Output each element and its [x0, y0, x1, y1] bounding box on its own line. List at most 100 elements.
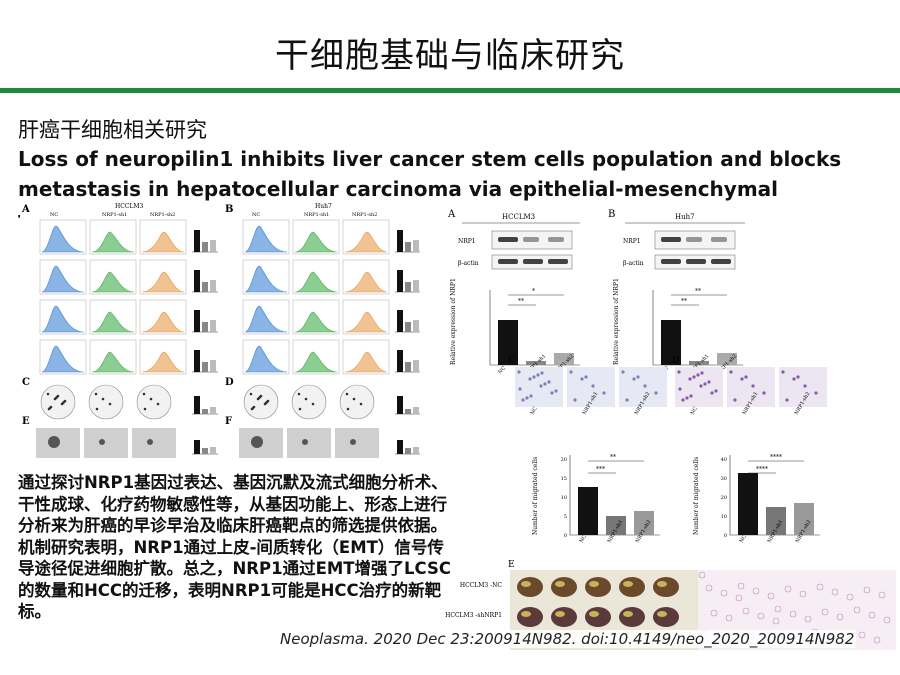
- panel-label-e: E: [508, 560, 515, 570]
- mini-bar: [405, 322, 411, 332]
- sig-marker: **: [518, 298, 524, 305]
- histogram-curve: [41, 305, 85, 333]
- migration-axis-tick: 10: [721, 514, 727, 520]
- colony-dish: [88, 384, 124, 420]
- mini-bar: [397, 230, 403, 252]
- expression-bar-label: NC: [497, 365, 507, 375]
- expression-bar: [498, 320, 518, 365]
- paper-title: Loss of neuropilin1 inhibits liver cance…: [18, 147, 842, 231]
- histogram-curve: [344, 351, 388, 373]
- histogram-grid: [39, 219, 420, 375]
- tumor-sample: [585, 577, 611, 597]
- blot-band: [686, 259, 706, 264]
- histogram-curve: [141, 271, 185, 293]
- expression-bars: NCNRP1-sh1NRP1-sh2***NCNRP1-sh1NRP1-sh2*…: [489, 288, 743, 375]
- histogram-curve: [294, 351, 338, 373]
- migration-axis-tick: 20: [721, 495, 727, 501]
- panel-label-b: B: [608, 209, 615, 220]
- migration-bar: [634, 511, 654, 535]
- panel-label-b: B: [225, 204, 233, 215]
- expression-bar: [689, 361, 709, 365]
- expression-bar: [717, 353, 737, 365]
- sig-marker: ***: [596, 466, 605, 473]
- histogram-curve: [41, 345, 85, 373]
- histogram-curve: [294, 231, 338, 253]
- migration-bar: [794, 503, 814, 535]
- blot-label-actin-left: β-actin: [458, 260, 479, 267]
- ylabel-migrated-left: Number of migrated cells: [532, 457, 539, 535]
- title-divider: [0, 88, 900, 93]
- mini-bar: [194, 310, 200, 332]
- panel-e-row-nc: HCCLM3 -NC: [460, 582, 503, 589]
- panel-label-e: E: [22, 416, 30, 427]
- blot-header-right: Huh7: [675, 213, 695, 221]
- migration-axis-tick: 15: [561, 476, 567, 482]
- histogram-curve: [244, 265, 288, 293]
- blot-label-actin-right: β-actin: [623, 260, 644, 267]
- migration-bar: [606, 516, 626, 535]
- histogram-curve: [41, 225, 85, 253]
- colony-dish: [136, 384, 172, 420]
- mini-bar: [413, 240, 419, 252]
- sig-marker: **: [695, 288, 701, 295]
- ylabel-migrated-right: Number of migrated cells: [693, 457, 700, 535]
- tumor-sample: [517, 607, 543, 627]
- tumor-sample: [653, 577, 679, 597]
- sig-marker: **: [681, 298, 687, 305]
- panel-label-c: C: [508, 356, 515, 366]
- blot-band: [523, 237, 539, 242]
- sphere-image: [335, 428, 379, 458]
- mini-bar: [397, 310, 403, 332]
- sphere-image: [132, 428, 176, 458]
- transwell-label: NC: [530, 406, 539, 416]
- mini-bar: [413, 360, 419, 372]
- blot-label-nrp1-right: NRP1: [623, 238, 641, 245]
- mini-bar: [210, 240, 216, 252]
- histogram-curve: [141, 311, 185, 333]
- migration-axis-tick: 20: [561, 457, 567, 463]
- sphere-image: [84, 428, 128, 458]
- migration-bar: [738, 473, 758, 535]
- mini-bar: [405, 242, 411, 252]
- expression-bar: [554, 353, 574, 365]
- mini-bar: [202, 362, 208, 372]
- mini-bar: [397, 270, 403, 292]
- mini-bar: [397, 350, 403, 372]
- histogram-curve: [141, 351, 185, 373]
- expression-bar: [526, 361, 546, 365]
- migration-axis-tick: 0: [724, 533, 727, 539]
- tumor-sample: [517, 577, 543, 597]
- group-header-sh2-right: NRP1-sh2: [352, 212, 377, 218]
- migration-axis-tick: 10: [561, 495, 567, 501]
- histogram-curve: [91, 351, 135, 373]
- panel-e-row-sh: HCCLM3 -shNRP1: [445, 612, 502, 619]
- tumor-sample: [619, 607, 645, 627]
- mini-bar: [202, 282, 208, 292]
- group-header-nc-right: NC: [252, 212, 260, 218]
- citation: Neoplasma. 2020 Dec 23:200914N982. doi:1…: [278, 630, 857, 648]
- blot-band: [548, 259, 568, 264]
- histogram-curve: [91, 271, 135, 293]
- histogram-curve: [41, 265, 85, 293]
- blot-label-nrp1-left: NRP1: [458, 238, 476, 245]
- migration-axis-tick: 0: [564, 533, 567, 539]
- panel-label-a: A: [447, 209, 456, 220]
- group-header-sh2-left: NRP1-sh2: [150, 212, 175, 218]
- sig-marker: *: [532, 288, 535, 295]
- tumor-sample: [551, 607, 577, 627]
- figure-western-migration: A B HCCLM3 Huh7 NRP1 β-actin NRP1 β-acti…: [440, 205, 900, 650]
- mini-bar: [194, 230, 200, 252]
- tumor-sample: [585, 607, 611, 627]
- migration-axis-tick: 40: [721, 457, 727, 463]
- blot-band: [686, 237, 702, 242]
- histogram-curve: [141, 231, 185, 253]
- histogram-curve: [244, 225, 288, 253]
- flow-cytometry-figure: A B C D E F HCCLM3 Huh7 NC NRP1-sh1 NRP1…: [21, 203, 420, 458]
- transwell-label: NC: [690, 406, 699, 416]
- sig-marker: **: [610, 454, 616, 461]
- figure-flow-cytometry: A B C D E F HCCLM3 Huh7 NC NRP1-sh1 NRP1…: [20, 202, 420, 464]
- histogram-curve: [244, 305, 288, 333]
- blot-header-left: HCCLM3: [502, 213, 535, 221]
- colony-dish: [243, 384, 279, 420]
